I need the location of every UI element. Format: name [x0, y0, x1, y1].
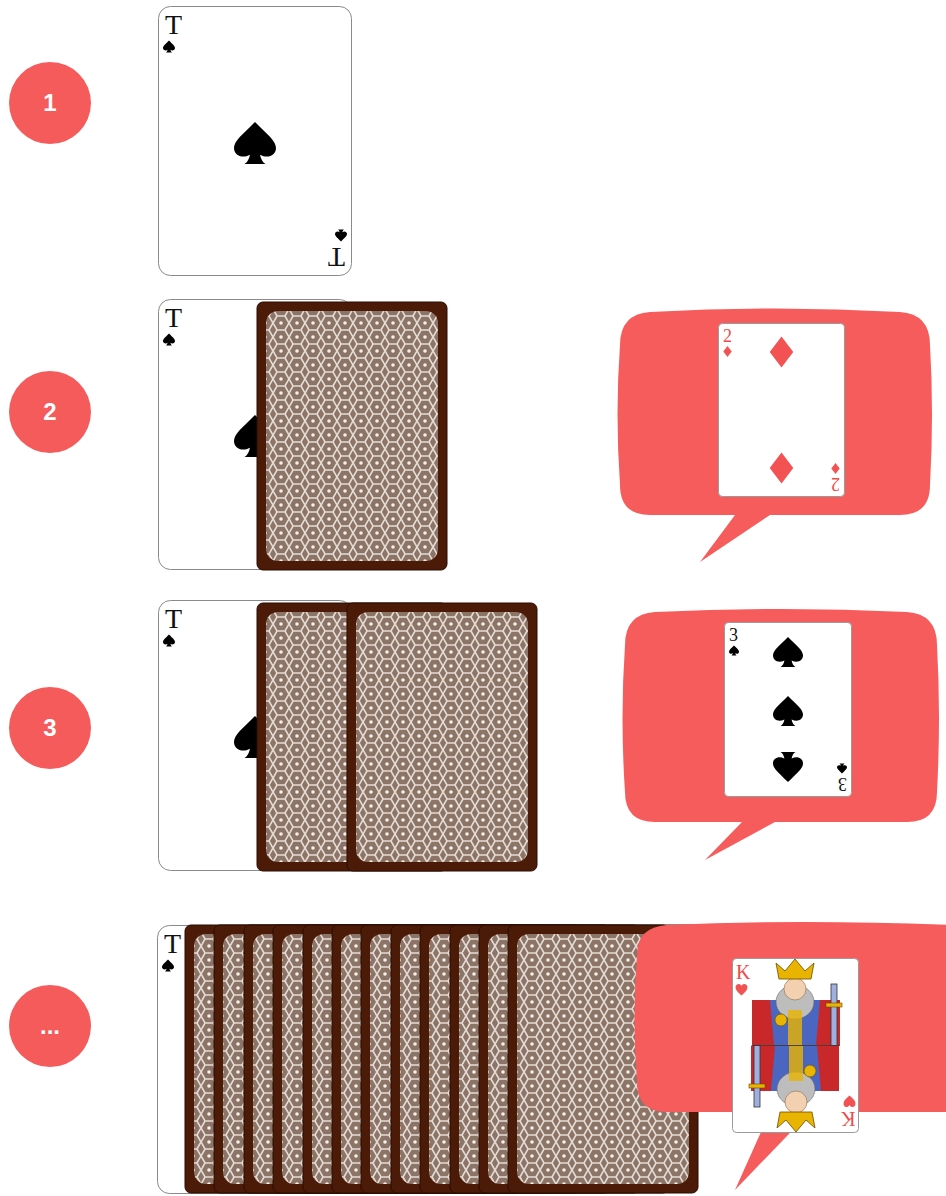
- king-figure: [752, 959, 842, 1046]
- playing-card: T: [157, 925, 351, 1195]
- card-index: 2: [831, 475, 840, 493]
- card-index: 3: [838, 775, 847, 793]
- card-back: [347, 603, 537, 871]
- step-number: 1: [9, 62, 91, 144]
- face-card: [159, 7, 352, 276]
- playing-card: 33: [724, 622, 852, 797]
- step-number: ...: [9, 985, 91, 1067]
- step-label: 3: [43, 716, 56, 740]
- step-label: 1: [43, 91, 56, 115]
- card-index: T: [328, 243, 345, 271]
- step-label: 2: [43, 400, 56, 424]
- card-index: T: [165, 11, 182, 39]
- card-index: 2: [723, 327, 732, 345]
- playing-card: KK: [732, 958, 859, 1133]
- card-index: 3: [729, 626, 738, 644]
- step-number: 3: [9, 687, 91, 769]
- card-index: T: [165, 304, 182, 332]
- playing-card: TT: [158, 6, 352, 276]
- playing-card: T: [158, 299, 352, 569]
- card-index: K: [736, 962, 750, 982]
- card-back: [257, 302, 447, 570]
- playing-card: T: [158, 600, 352, 870]
- bubble-card: [719, 324, 845, 497]
- speech-bubble: [618, 309, 933, 563]
- speech-bubble: [623, 609, 940, 860]
- step-label: ...: [40, 1014, 60, 1038]
- step-number: 2: [9, 371, 91, 453]
- card-back-stack: [185, 925, 698, 1193]
- card-index: K: [841, 1109, 855, 1129]
- bubble-card: [725, 623, 852, 797]
- speech-bubble: [635, 922, 946, 1190]
- card-index: T: [164, 930, 181, 958]
- playing-card: 22: [718, 323, 845, 497]
- card-index: T: [165, 605, 182, 633]
- bubble-card: [733, 959, 859, 1133]
